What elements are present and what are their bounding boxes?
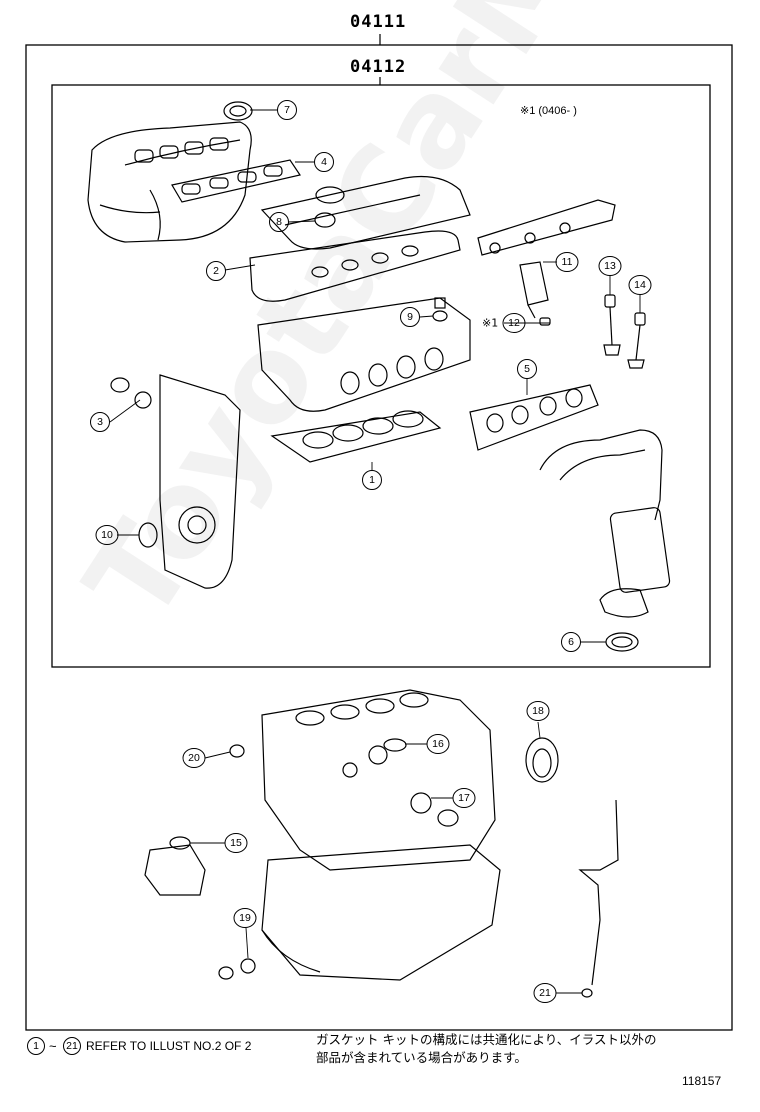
legend-refer-text: REFER TO ILLUST NO.2 OF 2 [86,1039,252,1053]
exhaust-pipe-gasket [605,632,639,652]
callout-18: 18 [526,701,550,721]
cylinder-head [257,297,471,412]
cylinder-head-cover [260,175,471,250]
svg-text:21: 21 [539,987,551,999]
svg-text:20: 20 [188,752,200,764]
callout-15: 15 [224,833,248,853]
drain-plug-gasket [240,958,256,974]
fuel-delivery-pipe [477,199,616,256]
callout-5: 5 [517,359,537,379]
kit-code-inner: 04112 [350,57,407,77]
svg-text:18: 18 [532,705,544,717]
callout-3: 3 [90,412,110,432]
svg-text:15: 15 [230,837,242,849]
valve-stem-seal [603,294,621,356]
cylinder-head-cover-gasket [249,230,461,302]
timing-chain-cover [110,374,241,589]
callout-19: 19 [233,908,257,928]
callout-16: 16 [426,734,450,754]
kit-frames [25,34,733,1031]
plug-tube-gasket [432,310,448,322]
water-inlet-gasket [383,738,407,752]
svg-text:7: 7 [284,104,290,116]
japanese-note-line-2: 部品が含まれている場合があります。 [316,1050,527,1065]
svg-text:14: 14 [634,279,646,291]
svg-text:8: 8 [276,216,282,228]
cylinder-block [261,689,496,871]
svg-text:3: 3 [97,416,103,428]
illustration-number: 118157 [682,1074,722,1088]
svg-text:13: 13 [604,260,616,272]
callout-1: 1 [362,470,382,490]
legend-range-separator: ~ [49,1039,57,1054]
svg-text:4: 4 [321,156,327,168]
svg-text:10: 10 [101,529,113,541]
callout-markers: 1 2 3 4 5 6 7 8 9 10 11 12 ※1 13 14 15 1… [90,100,652,1003]
svg-text:19: 19 [239,912,251,924]
callout-9: 9 [400,307,420,327]
oil-filler-cap-gasket [314,212,336,228]
svg-text:6: 6 [568,636,574,648]
exhaust-manifold [539,429,671,618]
throttle-body-gasket [223,101,253,121]
oil-pan [261,844,501,981]
callout-2: 2 [206,261,226,281]
block-plug-gasket [229,744,245,758]
svg-text:9: 9 [407,311,413,323]
svg-text:2: 2 [213,265,219,277]
callout-10: 10 [95,525,119,545]
japanese-note: ガスケット キットの構成には共通化により、イラスト以外の 部品が含まれている場合… [316,1031,656,1067]
kit-code-outer: 04111 [350,12,407,32]
callout-12: 12 ※1 [482,313,526,333]
japanese-note-line-1: ガスケット キットの構成には共通化により、イラスト以外の [316,1032,657,1047]
callout-6: 6 [561,632,581,652]
oil-level-gauge-guide [578,799,619,998]
cylinder-head-gasket [270,410,442,463]
fuel-injector [519,261,549,319]
callout-13: 13 [598,256,622,276]
callout-4: 4 [314,152,334,172]
svg-text:16: 16 [432,738,444,750]
callout-20: 20 [182,748,206,768]
timing-cover-gasket [134,391,152,409]
leader-lines [109,109,641,994]
callout-14: 14 [628,275,652,295]
svg-text:12: 12 [508,317,520,329]
legend-range-end: 21 [66,1040,78,1052]
intake-manifold [87,121,252,243]
exhaust-manifold-gasket [469,384,599,451]
svg-text:17: 17 [458,792,470,804]
callout-17: 17 [452,788,476,808]
front-crankshaft-oil-seal [138,522,158,548]
rear-crankshaft-oil-seal [525,737,559,783]
svg-text:11: 11 [562,256,573,268]
callout-8: 8 [269,212,289,232]
injector-o-ring [539,317,551,326]
callout-21: 21 [533,983,557,1003]
oil-pump-cover [144,836,206,896]
rear-oil-seal-retainer-gasket [410,792,432,814]
svg-text:5: 5 [524,363,530,375]
callout-11: 11 [555,252,579,272]
callout-12-footnote-mark: ※1 [482,317,498,330]
legend-range-start: 1 [33,1040,39,1052]
footnote-tag: ※1 (0406- ) [520,105,577,117]
valve-stem-seal-exhaust [627,312,646,369]
callout-7: 7 [277,100,297,120]
svg-text:1: 1 [369,474,375,486]
legend-range-markers: 1 ~ 21 [27,1037,81,1055]
intake-manifold-gasket [171,159,301,203]
